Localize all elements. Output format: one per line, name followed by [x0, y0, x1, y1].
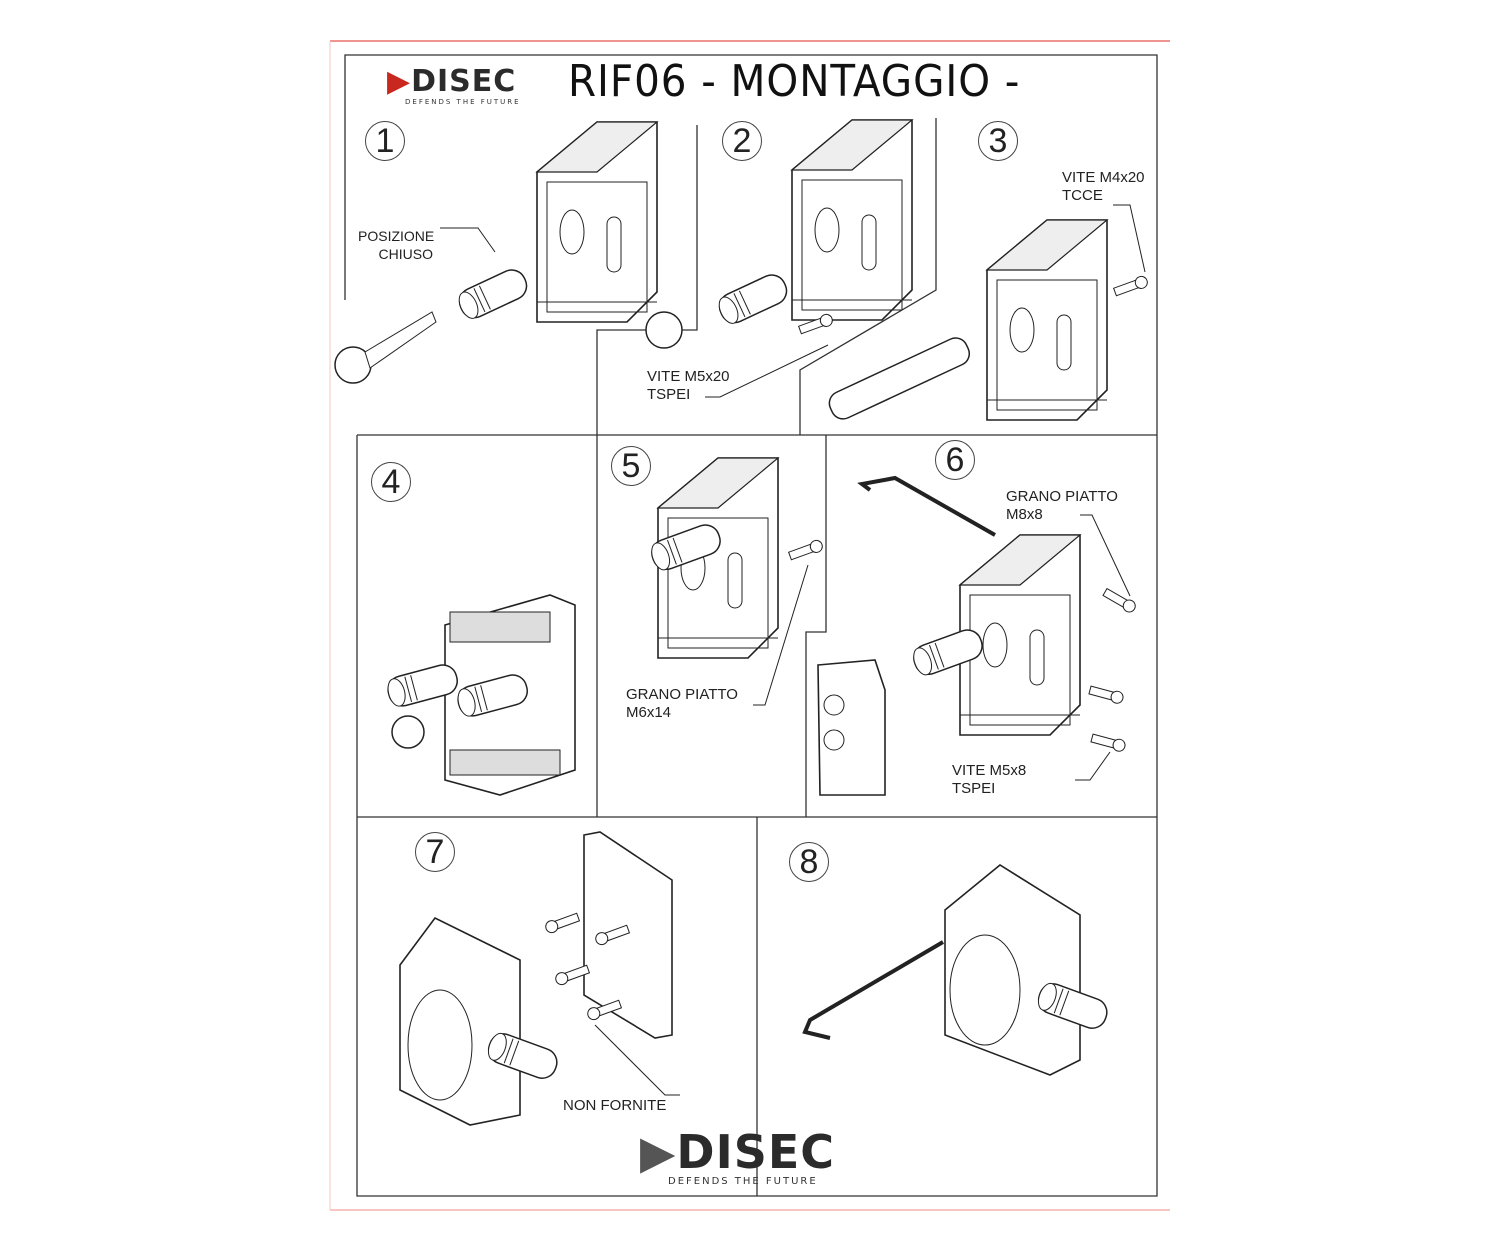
step-1-drawing [334, 121, 658, 384]
step-6-drawing [817, 475, 1138, 796]
key-icon [334, 311, 437, 384]
step-4-drawing [384, 594, 576, 796]
panel-frame [344, 54, 1158, 1197]
step-number-6: 6 [935, 440, 975, 480]
step-number-7: 7 [415, 832, 455, 872]
disec-footer-logo: ▶DISEC DEFENDS THE FUTURE [640, 1125, 836, 1187]
step-3-drawing [828, 204, 1150, 421]
step-number-5: 5 [611, 446, 651, 486]
step-number-3: 3 [978, 121, 1018, 161]
step-number-8: 8 [789, 842, 829, 882]
step-number-4: 4 [371, 462, 411, 502]
footer-logo-tagline: DEFENDS THE FUTURE [668, 1176, 818, 1187]
step-5-drawing [647, 457, 825, 706]
step-7-drawing [399, 831, 680, 1126]
page-title: RIF06 - MONTAGGIO - [568, 56, 1021, 107]
disec-logo: ▶DISEC DEFENDS THE FUTURE [387, 64, 521, 107]
step-2-drawing [645, 119, 913, 398]
label-step-7: NON FORNITE [563, 1097, 667, 1114]
step-8-drawing [802, 864, 1112, 1076]
logo-tagline: DEFENDS THE FUTURE [405, 98, 521, 106]
step-number-1: 1 [365, 121, 405, 161]
step-number-2: 2 [722, 121, 762, 161]
